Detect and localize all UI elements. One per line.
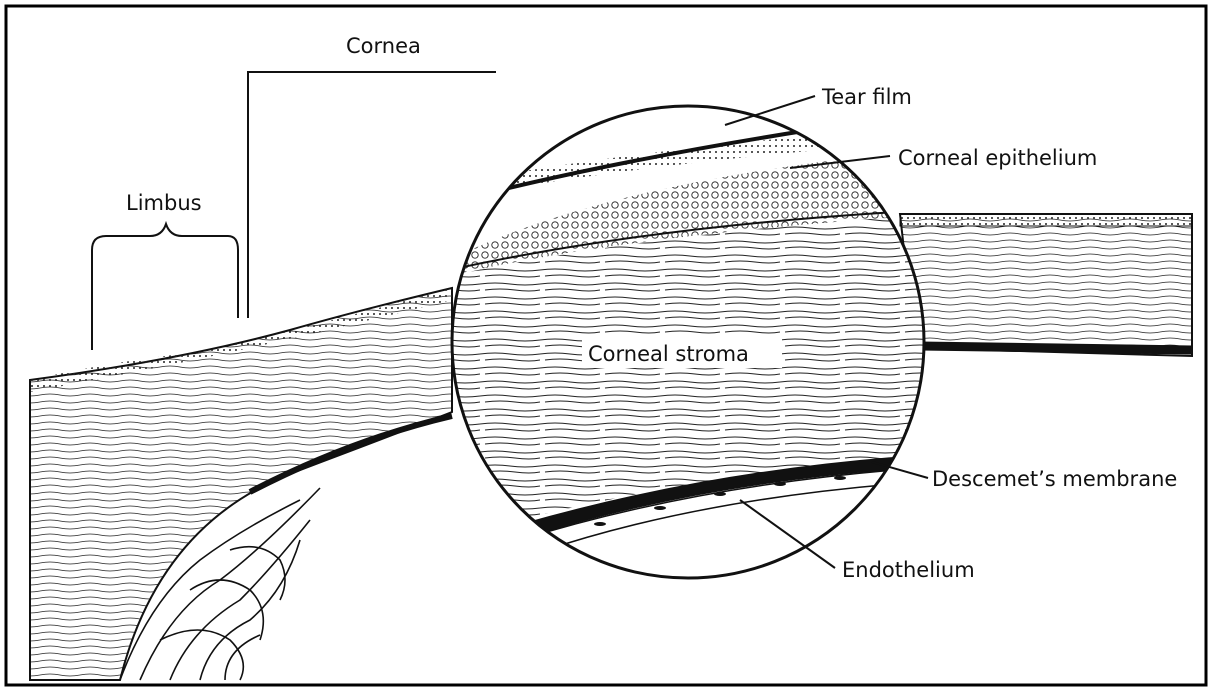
cornea-right-tissue	[900, 214, 1192, 356]
label-descemets-membrane: Descemet’s membrane	[932, 467, 1177, 491]
label-corneal-stroma: Corneal stroma	[588, 342, 749, 366]
label-limbus: Limbus	[126, 191, 202, 215]
label-cornea: Cornea	[346, 34, 421, 58]
label-corneal-epithelium: Corneal epithelium	[898, 146, 1097, 170]
label-tear-film: Tear film	[821, 85, 912, 109]
label-endothelium: Endothelium	[842, 558, 975, 582]
